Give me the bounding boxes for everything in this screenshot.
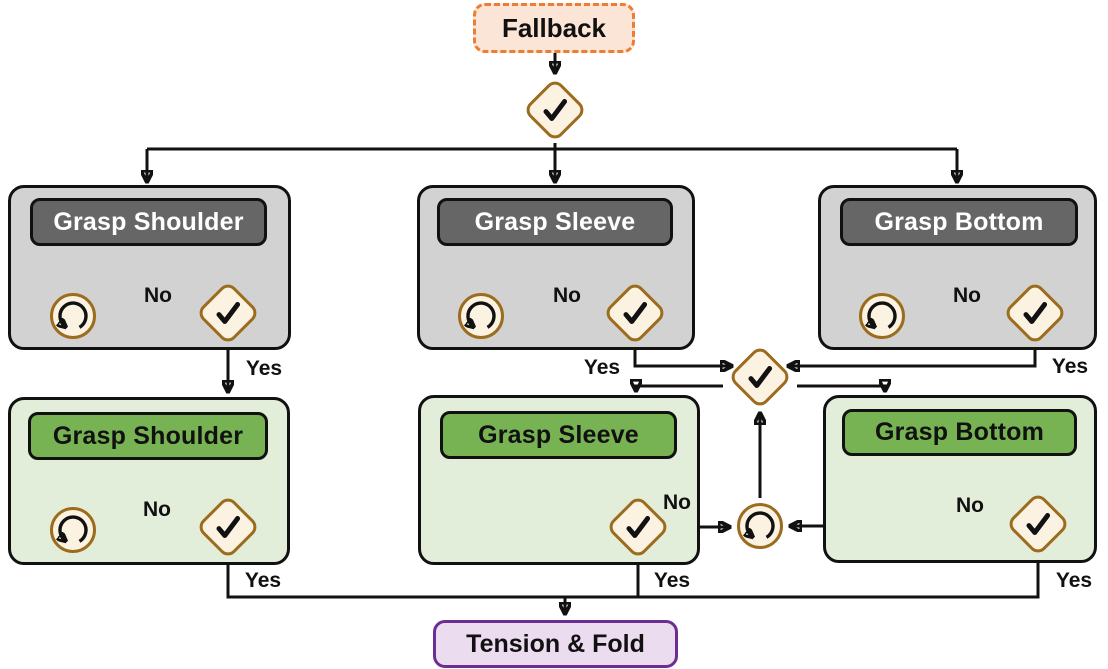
execute-sleeve-label: Grasp Sleeve bbox=[478, 420, 639, 449]
execute-bottom-check-diamond bbox=[1005, 491, 1071, 557]
no-label-attempt-bottom: No bbox=[953, 284, 981, 307]
edge-yes-attempt-bottom bbox=[789, 347, 1037, 366]
attempt-shoulder-header: Grasp Shoulder bbox=[30, 198, 267, 246]
check-icon bbox=[1026, 513, 1051, 535]
yes-label-attempt-bottom: Yes bbox=[1051, 355, 1089, 378]
check-icon bbox=[216, 516, 241, 538]
check-icon bbox=[626, 516, 651, 538]
yes-label-attempt-shoulder: Yes bbox=[245, 357, 283, 380]
execute-shoulder-check-diamond bbox=[195, 494, 261, 560]
attempt-shoulder-label: Grasp Shoulder bbox=[53, 207, 244, 236]
check-icon bbox=[748, 366, 773, 388]
execute-shoulder-label: Grasp Shoulder bbox=[52, 421, 244, 450]
root-check-diamond bbox=[522, 77, 588, 143]
attempt-bottom-retry-node bbox=[859, 293, 905, 339]
execute-bottom-label: Grasp Bottom bbox=[874, 418, 1045, 446]
attempt-shoulder-check-diamond bbox=[195, 280, 261, 346]
execute-bottom-header: Grasp Bottom bbox=[842, 409, 1077, 456]
mid-retry-node bbox=[737, 503, 783, 549]
yes-label-execute-shoulder: Yes bbox=[244, 569, 282, 592]
attempt-sleeve-header: Grasp Sleeve bbox=[437, 198, 673, 246]
edge-mid-check-to-execute-sleeve bbox=[636, 386, 723, 390]
execute-shoulder-retry-node bbox=[50, 507, 96, 553]
attempt-bottom-label: Grasp Bottom bbox=[874, 207, 1044, 236]
edge-yes-attempt-sleeve bbox=[633, 347, 731, 366]
check-icon bbox=[216, 302, 241, 324]
attempt-bottom-check-diamond bbox=[1002, 280, 1068, 346]
no-label-execute-bottom: No bbox=[956, 494, 984, 517]
check-icon bbox=[1023, 302, 1048, 324]
edge-mid-check-to-execute-bottom bbox=[797, 386, 885, 390]
check-icon bbox=[543, 99, 568, 121]
no-label-execute-shoulder: No bbox=[143, 498, 171, 521]
loop-arrow-icon bbox=[54, 301, 88, 335]
execute-shoulder-header: Grasp Shoulder bbox=[28, 412, 268, 460]
no-label-attempt-sleeve: No bbox=[553, 284, 581, 307]
loop-arrow-icon bbox=[863, 301, 897, 335]
yes-label-execute-sleeve: Yes bbox=[653, 569, 691, 592]
no-label-execute-sleeve: No bbox=[663, 491, 691, 514]
attempt-sleeve-label: Grasp Sleeve bbox=[474, 207, 636, 236]
attempt-sleeve-check-diamond bbox=[602, 280, 668, 346]
attempt-shoulder-retry-node bbox=[50, 293, 96, 339]
attempt-sleeve-retry-node bbox=[458, 293, 504, 339]
loop-arrow-icon bbox=[462, 301, 496, 335]
tension-fold-node: Tension & Fold bbox=[433, 620, 678, 668]
fallback-node: Fallback bbox=[473, 3, 635, 53]
yes-label-attempt-sleeve: Yes bbox=[583, 356, 621, 379]
loop-arrow-icon bbox=[54, 515, 88, 549]
yes-label-execute-bottom: Yes bbox=[1055, 569, 1093, 592]
check-icon bbox=[623, 302, 648, 324]
no-label-attempt-shoulder: No bbox=[144, 284, 172, 307]
execute-sleeve-header: Grasp Sleeve bbox=[440, 411, 677, 459]
mid-check-diamond bbox=[727, 344, 793, 410]
loop-arrow-icon bbox=[741, 511, 775, 545]
fallback-label: Fallback bbox=[501, 12, 607, 43]
execute-sleeve-check-diamond bbox=[605, 494, 671, 560]
tension-fold-label: Tension & Fold bbox=[466, 629, 645, 658]
attempt-bottom-header: Grasp Bottom bbox=[840, 198, 1078, 246]
